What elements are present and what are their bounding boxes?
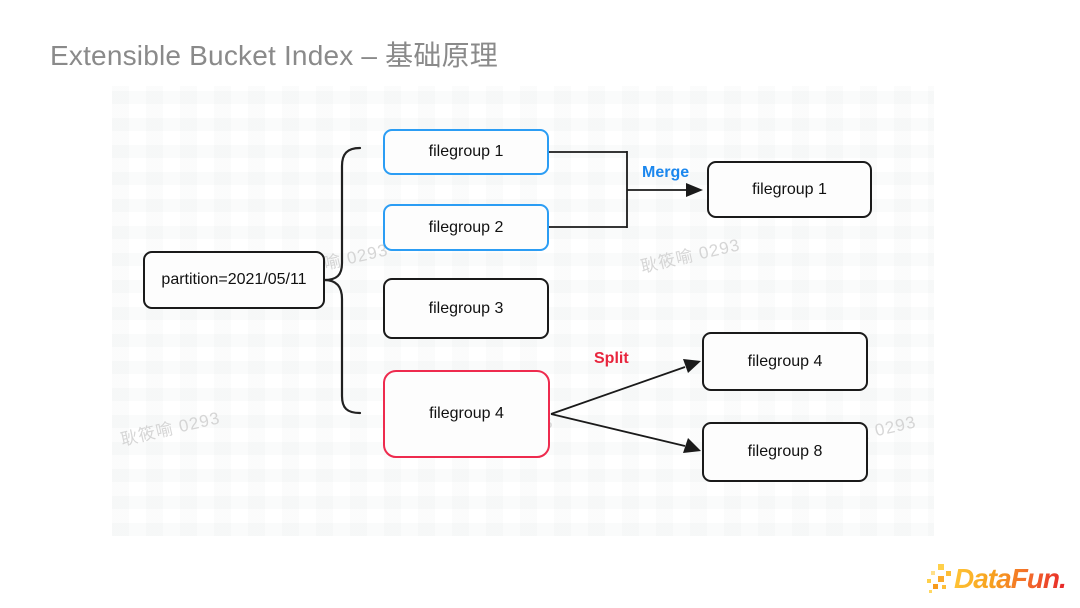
- split-arrowhead-top: [683, 359, 701, 373]
- node-label: filegroup 1: [752, 180, 827, 198]
- node-label: filegroup 1: [428, 143, 504, 160]
- node-filegroup-1-merged: filegroup 1: [707, 161, 872, 218]
- page-title: Extensible Bucket Index – 基础原理: [50, 40, 498, 71]
- node-filegroup-4-source: filegroup 4: [383, 370, 550, 458]
- node-partition: partition=2021/05/11: [143, 251, 325, 309]
- node-label: filegroup 3: [428, 299, 504, 317]
- node-filegroup-2-source: filegroup 2: [383, 204, 549, 251]
- merge-arrowhead: [686, 183, 703, 197]
- node-filegroup-4-split: filegroup 4: [702, 332, 868, 391]
- node-label: filegroup 4: [747, 352, 823, 370]
- datafun-pixel-icon: [927, 564, 951, 593]
- split-label: Split: [594, 350, 629, 367]
- node-filegroup-1-source: filegroup 1: [383, 129, 549, 175]
- split-arrowhead-bottom: [683, 438, 701, 453]
- datafun-logo: DataFun.: [926, 558, 1067, 600]
- node-label: filegroup 8: [747, 443, 823, 460]
- datafun-logo-text: DataFun.: [954, 563, 1067, 594]
- node-filegroup-3-source: filegroup 3: [383, 278, 549, 339]
- node-filegroup-8-split: filegroup 8: [702, 422, 868, 482]
- merge-label: Merge: [642, 164, 690, 181]
- node-label: filegroup 2: [428, 218, 504, 236]
- node-label: filegroup 4: [429, 405, 504, 422]
- node-partition-label: partition=2021/05/11: [161, 271, 307, 288]
